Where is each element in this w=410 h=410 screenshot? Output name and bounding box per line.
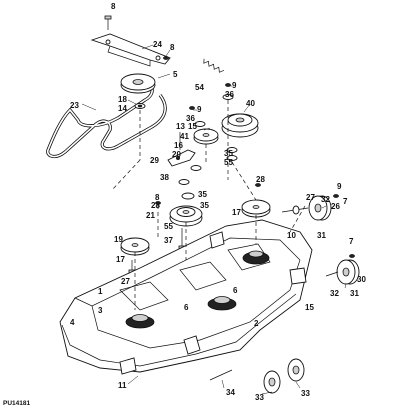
- callout-15-deck: 15: [305, 303, 314, 312]
- callout-10: 10: [287, 231, 296, 240]
- callout-31-a: 31: [317, 231, 326, 240]
- callout-28-a: 28: [256, 175, 265, 184]
- callout-7-b: 7: [349, 237, 354, 246]
- callout-40: 40: [246, 99, 255, 108]
- callout-35-c: 35: [200, 201, 209, 210]
- callout-26: 26: [331, 202, 340, 211]
- callout-8-c: 8: [155, 193, 160, 202]
- callout-1: 1: [98, 287, 103, 296]
- bolt-top: [104, 15, 112, 30]
- callout-36-a: 36: [225, 90, 234, 99]
- callout-18: 18: [118, 95, 127, 104]
- callout-31-b: 31: [350, 289, 359, 298]
- callout-54: 54: [195, 83, 204, 92]
- figure-reference-code: PU14181: [3, 400, 30, 407]
- center-spindle-pulley: [169, 205, 203, 250]
- callout-4: 4: [70, 318, 75, 327]
- callout-32-a: 32: [321, 195, 330, 204]
- callout-11: 11: [118, 381, 127, 390]
- callout-3: 3: [98, 306, 103, 315]
- caster-wheel-lower: [325, 254, 360, 285]
- idler-pulley-top: [120, 73, 156, 109]
- assembly-guide-lines: [111, 100, 306, 310]
- callout-33-a: 33: [301, 389, 310, 398]
- callout-6-b: 6: [184, 303, 189, 312]
- callout-9-c: 9: [337, 182, 342, 191]
- callout-7-a: 7: [343, 197, 348, 206]
- callout-9-b: 9: [197, 105, 202, 114]
- idler-arm-bracket: [90, 33, 171, 67]
- callout-23: 23: [70, 101, 79, 110]
- callout-35-a: 35: [224, 149, 233, 158]
- callout-8-bracket: 8: [170, 43, 175, 52]
- callout-14: 14: [118, 104, 127, 113]
- callout-27-b: 27: [121, 277, 130, 286]
- callout-21: 21: [146, 211, 155, 220]
- callout-24: 24: [153, 40, 162, 49]
- nut-bracket: [163, 56, 169, 60]
- caster-wheel-upper: [281, 194, 339, 221]
- center-idler-stack: [167, 106, 219, 200]
- callout-13: 13: [176, 122, 185, 131]
- callout-30: 30: [357, 275, 366, 284]
- callout-29: 29: [150, 156, 159, 165]
- callout-37: 37: [164, 236, 173, 245]
- right-spindle-pulley: [241, 183, 271, 218]
- callout-27-a: 27: [306, 193, 315, 202]
- callout-6-a: 6: [233, 286, 238, 295]
- callout-55-a: 55: [224, 158, 233, 167]
- callout-33-b: 33: [255, 393, 264, 402]
- left-spindle-pulley: [120, 201, 161, 274]
- callout-19: 19: [114, 235, 123, 244]
- callout-32-b: 32: [330, 289, 339, 298]
- callout-35-b: 35: [198, 190, 207, 199]
- callout-36-b: 36: [186, 114, 195, 123]
- callout-55-b: 55: [164, 222, 173, 231]
- drive-belt: [46, 78, 167, 159]
- callout-leaders: [81, 44, 347, 395]
- callout-labels: 8 24 8 5 54 9 36 40 23 18 14 9 36 13 15 …: [70, 2, 366, 402]
- mower-deck-housing: [59, 219, 313, 375]
- callout-41: 41: [180, 132, 189, 141]
- callout-17-a: 17: [232, 208, 241, 217]
- callout-38: 38: [160, 173, 169, 182]
- callout-34: 34: [226, 388, 235, 397]
- callout-2: 2: [254, 319, 259, 328]
- tension-spring: [203, 58, 225, 73]
- callout-16: 16: [174, 141, 183, 150]
- callout-17-b: 17: [116, 255, 125, 264]
- callout-8-top: 8: [111, 2, 116, 11]
- anti-scalp-rollers: [209, 358, 305, 394]
- callout-9-a: 9: [232, 81, 237, 90]
- spindle-pulley-right: [221, 83, 259, 161]
- callout-20: 20: [172, 150, 181, 159]
- callout-15: 15: [188, 122, 197, 131]
- callout-28-b: 28: [151, 201, 160, 210]
- callout-5: 5: [173, 70, 178, 79]
